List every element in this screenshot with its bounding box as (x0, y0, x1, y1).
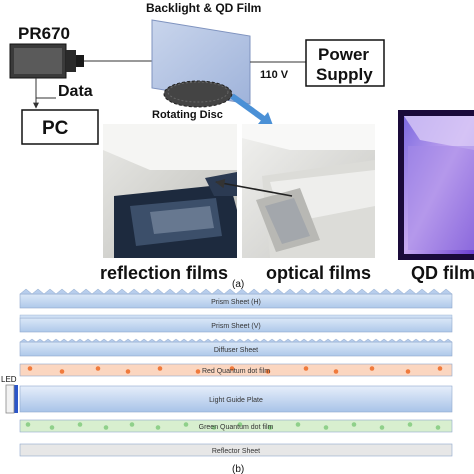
led-icon (5, 384, 18, 414)
quantum-dot (405, 369, 411, 374)
quantum-dot (27, 366, 33, 371)
quantum-dot (183, 422, 189, 427)
quantum-dot (437, 366, 443, 371)
quantum-dot (49, 425, 55, 430)
quantum-dot (25, 422, 31, 427)
stack-layer: Red Quantum dot film (19, 363, 453, 377)
power-supply-label-1: Power (318, 45, 369, 64)
quantum-dot (267, 425, 273, 430)
quantum-dot (103, 425, 109, 430)
camera-icon (9, 43, 84, 79)
quantum-dot (333, 369, 339, 374)
pc-label: PC (42, 118, 69, 139)
stack-layer: Prism Sheet (V) (19, 314, 453, 333)
optical-films-label: optical films (266, 263, 371, 283)
voltage-label: 110 V (260, 69, 289, 81)
quantum-dot (229, 366, 235, 371)
quantum-dot (323, 425, 329, 430)
led-label: LED (1, 375, 17, 384)
stack-layer: Reflector Sheet (19, 443, 453, 457)
stack-layer-label: Prism Sheet (H) (211, 299, 261, 306)
data-label: Data (58, 83, 93, 100)
quantum-dot (435, 425, 441, 430)
quantum-dot (157, 366, 163, 371)
camera-label: PR670 (18, 24, 70, 43)
stack-layer-label: Green Quantum dot film (199, 424, 274, 431)
quantum-dot (155, 425, 161, 430)
quantum-dot (379, 425, 385, 430)
stack-layer: Green Quantum dot film (19, 419, 453, 433)
quantum-dot (369, 366, 375, 371)
quantum-dot (59, 369, 65, 374)
quantum-dot (129, 422, 135, 427)
quantum-dot (351, 422, 357, 427)
reflection-films-photo (103, 124, 237, 258)
film-label: Backlight & QD Film (146, 1, 261, 15)
panel-b-label: (b) (232, 464, 244, 474)
blue-arrow (230, 93, 274, 128)
stack-layer-label: Prism Sheet (V) (211, 323, 260, 330)
quantum-dot (295, 422, 301, 427)
stack-layer-label: Light Guide Plate (209, 397, 263, 404)
stack-layer-label: Diffuser Sheet (214, 347, 258, 354)
quantum-dot (195, 369, 201, 374)
quantum-dot (237, 422, 243, 427)
quantum-dot (77, 422, 83, 427)
stack-layer-label: Red Quantum dot film (202, 368, 270, 375)
quantum-dot (211, 425, 217, 430)
quantum-dot (407, 422, 413, 427)
pc-box (21, 109, 99, 145)
stack-layer: Diffuser Sheet (19, 338, 453, 357)
reflection-films-label: reflection films (100, 263, 228, 283)
layer-stack: Prism Sheet (H) Prism Sheet (V) Diffuser S… (19, 288, 453, 457)
power-supply-box (305, 39, 385, 87)
quantum-dot (125, 369, 131, 374)
quantum-dot (265, 369, 271, 374)
qd-films-photo (398, 110, 474, 260)
quantum-dot (95, 366, 101, 371)
stack-layer: Prism Sheet (H) (19, 288, 453, 309)
stack-layer: Light Guide Plate (19, 385, 453, 413)
power-supply-label-2: Supply (316, 65, 373, 84)
panel-a-label: (a) (232, 279, 244, 290)
quantum-dot (303, 366, 309, 371)
rotating-disc (163, 80, 233, 108)
qd-films-label: QD films (411, 263, 474, 283)
data-line (35, 78, 56, 99)
photo-arrow (215, 178, 293, 197)
backlight-film (151, 19, 251, 105)
stack-layer-label: Reflector Sheet (212, 448, 260, 455)
disc-label: Rotating Disc (152, 109, 223, 121)
